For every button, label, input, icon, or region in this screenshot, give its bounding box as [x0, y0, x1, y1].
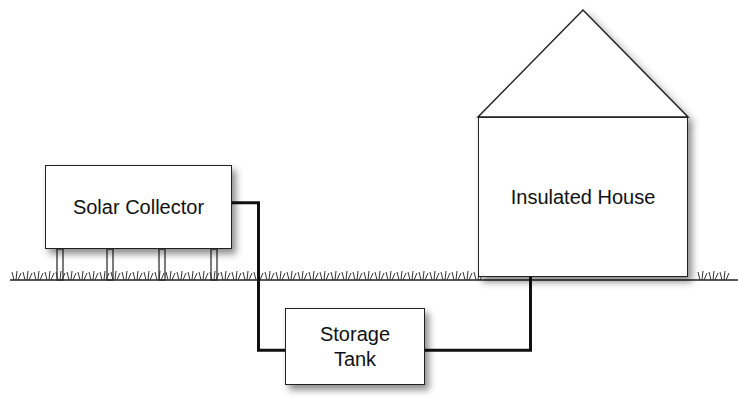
grass-tuft: [133, 271, 142, 280]
grass-tuft: [408, 271, 417, 280]
grass-tuft: [364, 271, 373, 280]
collector-leg: [57, 249, 63, 280]
grass-tuft: [265, 271, 274, 280]
grass-tuft: [441, 271, 450, 280]
grass-tuft: [276, 271, 285, 280]
grass-tuft: [243, 271, 252, 280]
grass-tuft: [45, 271, 54, 280]
pipe-line: [425, 277, 531, 350]
grass-tuft: [287, 271, 296, 280]
grass-tuft: [111, 271, 120, 280]
grass-tuft: [375, 271, 384, 280]
grass-tuft: [67, 271, 76, 280]
grass-tuft: [397, 271, 406, 280]
grass-tuft: [100, 271, 109, 280]
grass-tuft: [89, 271, 98, 280]
grass-tuft: [23, 271, 32, 280]
grass-tuft: [166, 271, 175, 280]
grass-tuft: [342, 271, 351, 280]
grass-tuft: [386, 271, 395, 280]
grass-tuft: [188, 271, 197, 280]
grass-tuft: [78, 271, 87, 280]
grass-tuft: [12, 271, 21, 280]
house-box: Insulated House: [478, 117, 688, 277]
grass-tuft: [331, 271, 340, 280]
grass-tuft: [221, 271, 230, 280]
grass-tuft: [56, 271, 65, 280]
grass-tuft: [34, 271, 43, 280]
grass-tuft: [155, 271, 164, 280]
collector-leg: [211, 249, 217, 280]
grass-tuft: [320, 271, 329, 280]
grass-tuft: [419, 271, 428, 280]
pipe-line: [232, 203, 285, 351]
ground-line: [10, 279, 738, 281]
grass-tuft: [698, 271, 707, 280]
house-roof: [478, 10, 688, 117]
grass-tuft: [720, 271, 729, 280]
grass-tuft: [144, 271, 153, 280]
grass-tuft: [309, 271, 318, 280]
tank-box: Storage Tank: [285, 308, 425, 385]
grass-tuft: [122, 271, 131, 280]
node-label: Storage Tank: [305, 322, 405, 372]
collector-box: Solar Collector: [45, 165, 232, 249]
grass-tuft: [353, 271, 362, 280]
grass-tuft: [177, 271, 186, 280]
collector-legs: [57, 249, 217, 280]
node-label: Insulated House: [511, 185, 656, 210]
grass-tuft: [199, 271, 208, 280]
grass-tuft: [232, 271, 241, 280]
grass-tuft: [298, 271, 307, 280]
grass-tuft: [430, 271, 439, 280]
node-label: Solar Collector: [73, 195, 204, 220]
grass-tuft: [452, 271, 461, 280]
grass-tuft: [709, 271, 718, 280]
grass-tuft: [463, 271, 472, 280]
grass-tuft: [210, 271, 219, 280]
